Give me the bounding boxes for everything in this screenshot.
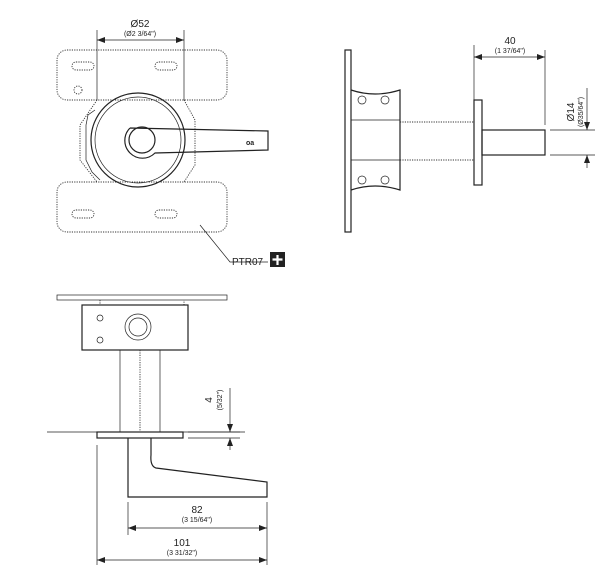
backplate-side	[344, 49, 352, 233]
length-imperial: (1 37/64")	[495, 48, 526, 55]
lever-length-value: 82	[191, 505, 203, 516]
housing-bottom	[81, 304, 189, 351]
lever-bottom	[127, 438, 268, 498]
bottom-view: 4 (5/32") 82 (3 15/64") 101 (3 31/32")	[47, 294, 268, 565]
side-view: 40 (1 37/64") Ø14 (Ø35/64")	[344, 36, 595, 233]
rose	[90, 92, 186, 188]
rose-thickness-value: 4	[204, 397, 215, 403]
front-diameter-imperial: (Ø2 3/64")	[124, 31, 156, 38]
shaft	[481, 129, 546, 156]
front-diameter-value: Ø52	[131, 19, 150, 30]
length-value: 40	[504, 36, 516, 47]
backplate-bottom	[56, 181, 228, 233]
lever-front	[124, 127, 269, 159]
rose-side	[473, 99, 483, 186]
backplate-top	[56, 49, 228, 101]
shaft-diameter-value: Ø14	[566, 102, 577, 121]
handle-logo: oa	[246, 140, 254, 147]
plus-icon[interactable]	[270, 252, 285, 267]
rose-bottom	[96, 431, 184, 439]
total-length-value: 101	[174, 538, 191, 549]
front-view: oa Ø52 (Ø2 3/64") PTR07	[56, 19, 285, 268]
lever-length-imperial: (3 15/64")	[182, 517, 213, 524]
shaft-diameter-imperial: (Ø35/64")	[578, 97, 585, 127]
total-length-imperial: (3 31/32")	[167, 550, 198, 557]
rose-thickness-imperial: (5/32")	[217, 390, 224, 411]
callout-ptr07: PTR07	[232, 257, 264, 268]
backplate-bottom-view	[56, 294, 228, 301]
housing-side	[350, 89, 401, 191]
lever-hub	[128, 126, 156, 154]
